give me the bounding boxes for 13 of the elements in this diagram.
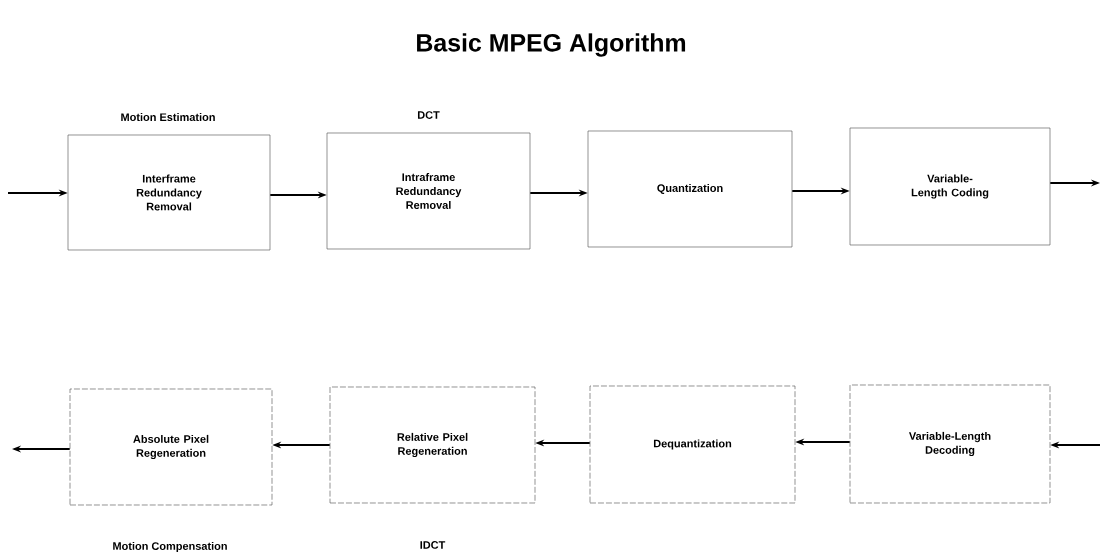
process-box: Variable-Length Decoding [849,384,1051,504]
process-box: Variable-Length Coding [849,127,1051,246]
box-caption: DCT [418,111,440,119]
title: Basic MPEG Algorithm [417,33,686,57]
process-box: Absolute Pixel Regeneration [69,388,273,506]
process-box: Relative Pixel Regeneration [329,386,536,504]
process-box: Quantization [587,130,793,248]
box-caption: Motion Estimation [121,112,215,121]
box-caption: IDCT [420,541,446,549]
process-box: Interframe Redundancy Removal [67,134,271,251]
process-box: Intraframe Redundancy Removal [326,132,531,250]
box-caption: Motion Compensation [113,541,227,553]
process-box: Dequantization [589,385,796,504]
